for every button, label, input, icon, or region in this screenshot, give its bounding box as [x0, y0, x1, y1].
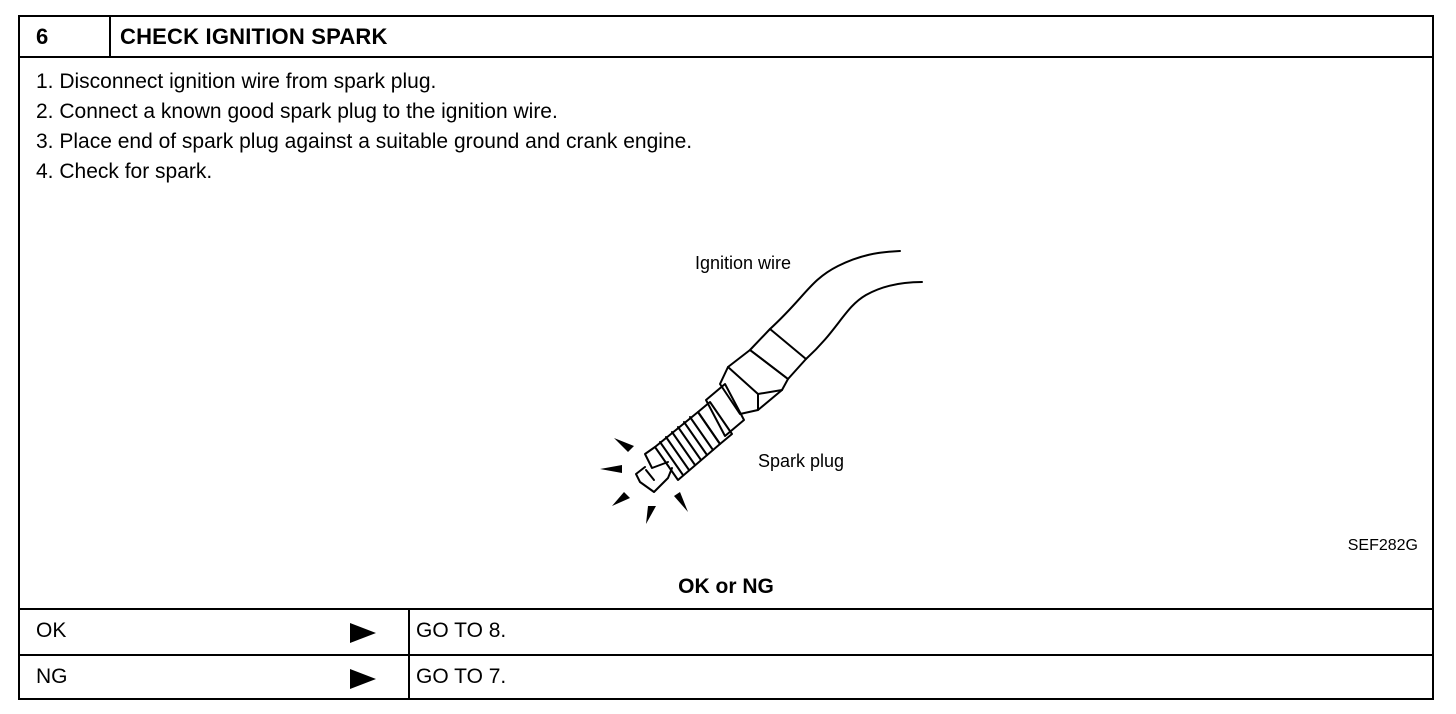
- step-number: 6: [36, 24, 49, 49]
- instruction-step: 1. Disconnect ignition wire from spark p…: [36, 70, 437, 93]
- result-label: OK: [36, 619, 67, 642]
- result-row-ok: OK GO TO 8.: [20, 608, 1432, 654]
- figure-code: SEF282G: [1347, 537, 1418, 554]
- spark-plug-label: Spark plug: [758, 451, 844, 471]
- plug-hex: [719, 349, 789, 415]
- plug-electrode: [644, 446, 669, 469]
- spark-marks: [600, 438, 688, 524]
- result-row-ng: NG GO TO 7.: [20, 654, 1432, 700]
- spark-plug-illustration: Ignition wire Spark plug: [600, 250, 923, 524]
- result-action: GO TO 7.: [416, 665, 507, 688]
- ignition-wire: [769, 250, 901, 330]
- row-divider: [408, 656, 410, 700]
- instruction-step: 4. Check for spark.: [36, 160, 213, 183]
- plug-washer: [705, 383, 745, 437]
- ignition-wire-label: Ignition wire: [695, 253, 791, 273]
- instruction-list: 1. Disconnect ignition wire from spark p…: [36, 67, 692, 187]
- row-divider: [408, 610, 410, 654]
- ok-ng-question: OK or NG: [678, 575, 774, 598]
- instruction-step: 3. Place end of spark plug against a sui…: [36, 130, 693, 153]
- result-label: NG: [36, 665, 68, 688]
- procedure-frame: 6 CHECK IGNITION SPARK 1. Disconnect ign…: [18, 15, 1434, 700]
- step-title: CHECK IGNITION SPARK: [120, 24, 388, 49]
- header-divider: [109, 17, 111, 56]
- right-triangle-icon: [350, 623, 376, 643]
- result-action: GO TO 8.: [416, 619, 507, 642]
- right-triangle-icon: [350, 669, 376, 689]
- instruction-step: 2. Connect a known good spark plug to th…: [36, 100, 558, 123]
- step-header: 6 CHECK IGNITION SPARK: [20, 17, 1432, 58]
